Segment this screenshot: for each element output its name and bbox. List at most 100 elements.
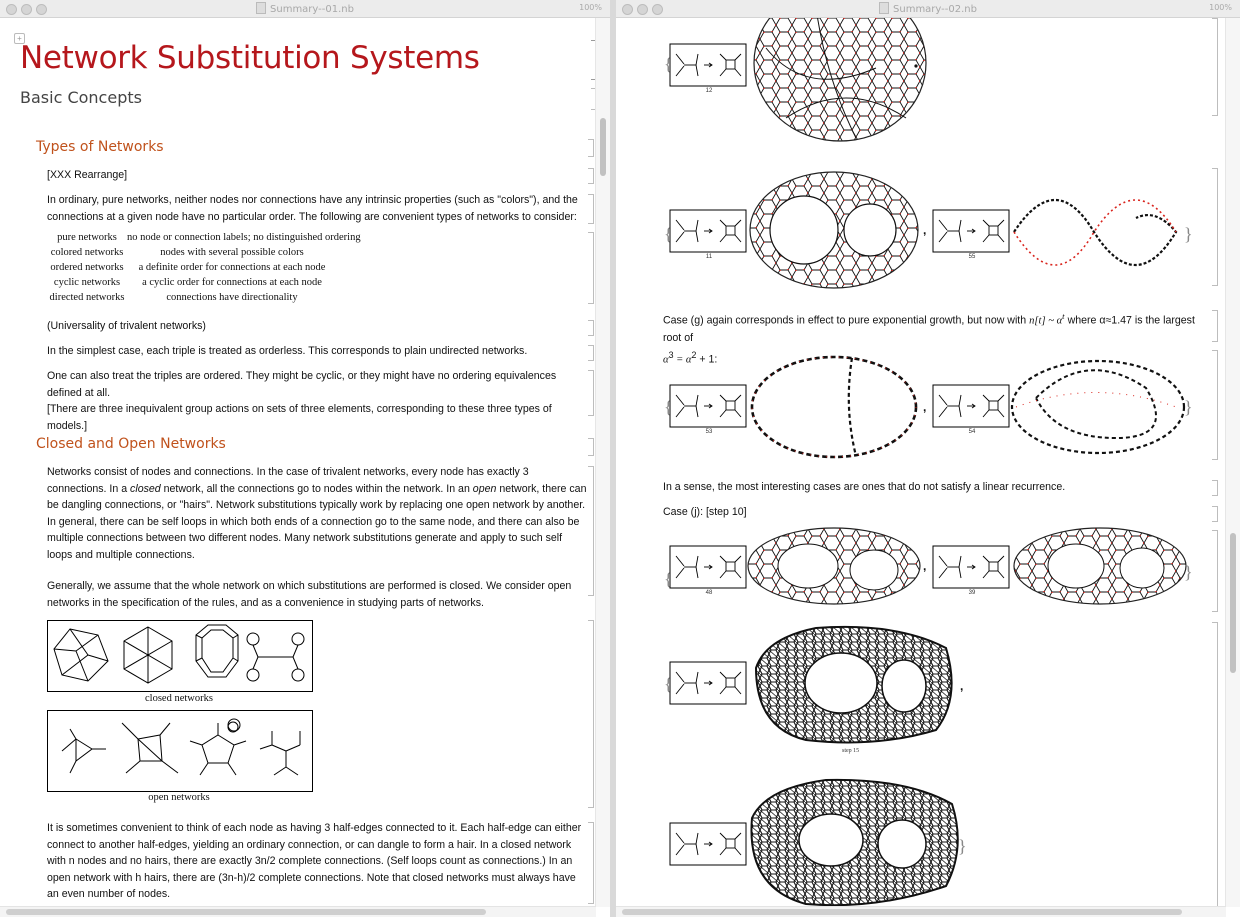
window-title: Summary--01.nb: [0, 2, 610, 15]
cell-bracket[interactable]: [588, 370, 594, 416]
svg-text:{: {: [664, 674, 673, 694]
cell-bracket[interactable]: [1212, 350, 1218, 460]
title-bar[interactable]: Summary--02.nb 100%: [616, 0, 1240, 18]
note-rearrange: [XXX Rearrange]: [47, 169, 128, 181]
type-desc: no node or connection labels; no disting…: [127, 232, 361, 243]
zoom-level[interactable]: 100%: [1209, 3, 1232, 12]
cell-bracket[interactable]: [1212, 530, 1218, 612]
type-term: colored networks: [50, 247, 124, 258]
notebook-window-right[interactable]: Summary--02.nb 100%: [616, 0, 1240, 917]
scroll-thumb[interactable]: [6, 909, 486, 915]
notebook-subtitle: Basic Concepts: [20, 88, 142, 107]
svg-text:{: {: [664, 569, 673, 589]
closed-networks-caption: closed networks: [145, 693, 213, 704]
types-intro-text: In ordinary, pure networks, neither node…: [47, 194, 578, 223]
window-title: Summary--02.nb: [616, 2, 1240, 15]
zoom-window-button[interactable]: [652, 4, 663, 15]
window-title-text: Summary--02.nb: [893, 4, 977, 15]
closed-assumption-text: Generally, we assume that the whole netw…: [47, 580, 572, 609]
close-window-button[interactable]: [6, 4, 17, 15]
step-number: 53: [705, 429, 713, 435]
text-run: where α≈1.47 is the largest root of: [663, 314, 1195, 345]
math-symbol: α: [663, 354, 669, 366]
cell-bracket[interactable]: [588, 320, 594, 336]
cell-bracket[interactable]: [588, 438, 594, 456]
step-number: 12: [705, 88, 713, 94]
text-run: Networks consist of nodes and connection…: [47, 466, 529, 495]
text-run: Case (g) again corresponds in effect to …: [663, 314, 1030, 327]
cell-bracket[interactable]: [1212, 310, 1218, 342]
cell-bracket[interactable]: [588, 822, 594, 904]
case-j-text: Case (j): [step 10]: [663, 506, 747, 518]
network-evolution-graphics: { { , } { , }: [664, 18, 1193, 907]
step-number: 11: [705, 254, 713, 260]
horizontal-scrollbar[interactable]: [0, 906, 596, 917]
math-superscript: t: [1062, 311, 1065, 321]
type-term: pure networks: [57, 232, 117, 243]
scroll-thumb[interactable]: [622, 909, 1182, 915]
step-number: 39: [968, 590, 976, 596]
svg-text:}: }: [1184, 397, 1193, 417]
cell-bracket[interactable]: [588, 139, 594, 157]
svg-text:}: }: [958, 836, 967, 856]
interesting-cases-text: In a sense, the most interesting cases a…: [663, 481, 1066, 493]
vertical-scrollbar[interactable]: [595, 18, 610, 907]
svg-text:{: {: [664, 397, 673, 417]
cell-bracket[interactable]: [1212, 480, 1218, 496]
open-networks-caption: open networks: [148, 792, 210, 803]
minimize-window-button[interactable]: [21, 4, 32, 15]
notebook-content[interactable]: + Network Substitution Systems Basic Con…: [0, 18, 596, 907]
cell-bracket[interactable]: [588, 232, 594, 304]
text-run: + 1:: [696, 353, 718, 366]
document-icon: [256, 2, 267, 14]
horizontal-scrollbar[interactable]: [616, 906, 1226, 917]
math-symbol: [t] ~ α: [1034, 315, 1063, 327]
step-number: 54: [968, 429, 976, 435]
type-desc: a cyclic order for connections at each n…: [142, 277, 322, 288]
cell-bracket[interactable]: [1212, 18, 1218, 116]
cell-bracket[interactable]: [588, 168, 594, 184]
cell-bracket[interactable]: [1212, 622, 1218, 907]
scroll-thumb[interactable]: [600, 118, 606, 176]
section-heading-types: Types of Networks: [36, 139, 164, 155]
type-term: cyclic networks: [53, 277, 121, 288]
title-bar[interactable]: Summary--01.nb 100%: [0, 0, 610, 18]
cell-bracket[interactable]: [588, 620, 594, 808]
svg-text:}: }: [1184, 224, 1193, 244]
notebook-window-left[interactable]: Summary--01.nb 100% + Network Substituti…: [0, 0, 610, 917]
type-term: ordered networks: [50, 262, 124, 273]
cell-bracket[interactable]: [588, 466, 594, 596]
scroll-thumb[interactable]: [1230, 533, 1236, 673]
minimize-window-button[interactable]: [637, 4, 648, 15]
svg-text:{: {: [664, 224, 673, 244]
cell-bracket[interactable]: [591, 40, 596, 80]
cell-bracket[interactable]: [588, 194, 594, 224]
math-superscript: 2: [691, 349, 697, 360]
zoom-window-button[interactable]: [36, 4, 47, 15]
cell-bracket[interactable]: [591, 88, 596, 110]
text-run: network, all the connections go to nodes…: [160, 482, 473, 495]
type-desc: connections have directionality: [166, 292, 298, 303]
group-actions-text: [There are three inequivalent group acti…: [47, 403, 552, 432]
cell-bracket[interactable]: [588, 345, 594, 361]
text-emphasis: open: [472, 482, 497, 495]
closed-networks-figure[interactable]: [47, 620, 313, 692]
cell-bracket[interactable]: [1212, 168, 1218, 286]
svg-text:,: ,: [923, 559, 926, 573]
document-icon: [879, 2, 890, 14]
vertical-scrollbar[interactable]: [1225, 18, 1240, 907]
close-window-button[interactable]: [622, 4, 633, 15]
svg-text:,: ,: [960, 679, 963, 693]
zoom-level[interactable]: 100%: [579, 3, 602, 12]
closed-networks-graphic: [53, 624, 305, 684]
add-cell-icon[interactable]: +: [14, 33, 25, 44]
ordered-triples-text: One can also treat the triples are order…: [47, 370, 557, 399]
case-g-text: Case (g) again corresponds in effect to …: [663, 308, 1213, 369]
type-desc: a definite order for connections at each…: [138, 262, 326, 273]
type-desc: nodes with several possible colors: [160, 247, 304, 258]
cell-bracket[interactable]: [1212, 506, 1218, 522]
open-networks-figure[interactable]: [47, 710, 313, 792]
notebook-content[interactable]: { { , } { , }: [616, 18, 1226, 907]
svg-text:,: ,: [923, 400, 926, 414]
universality-text: (Universality of trivalent networks): [47, 320, 206, 332]
